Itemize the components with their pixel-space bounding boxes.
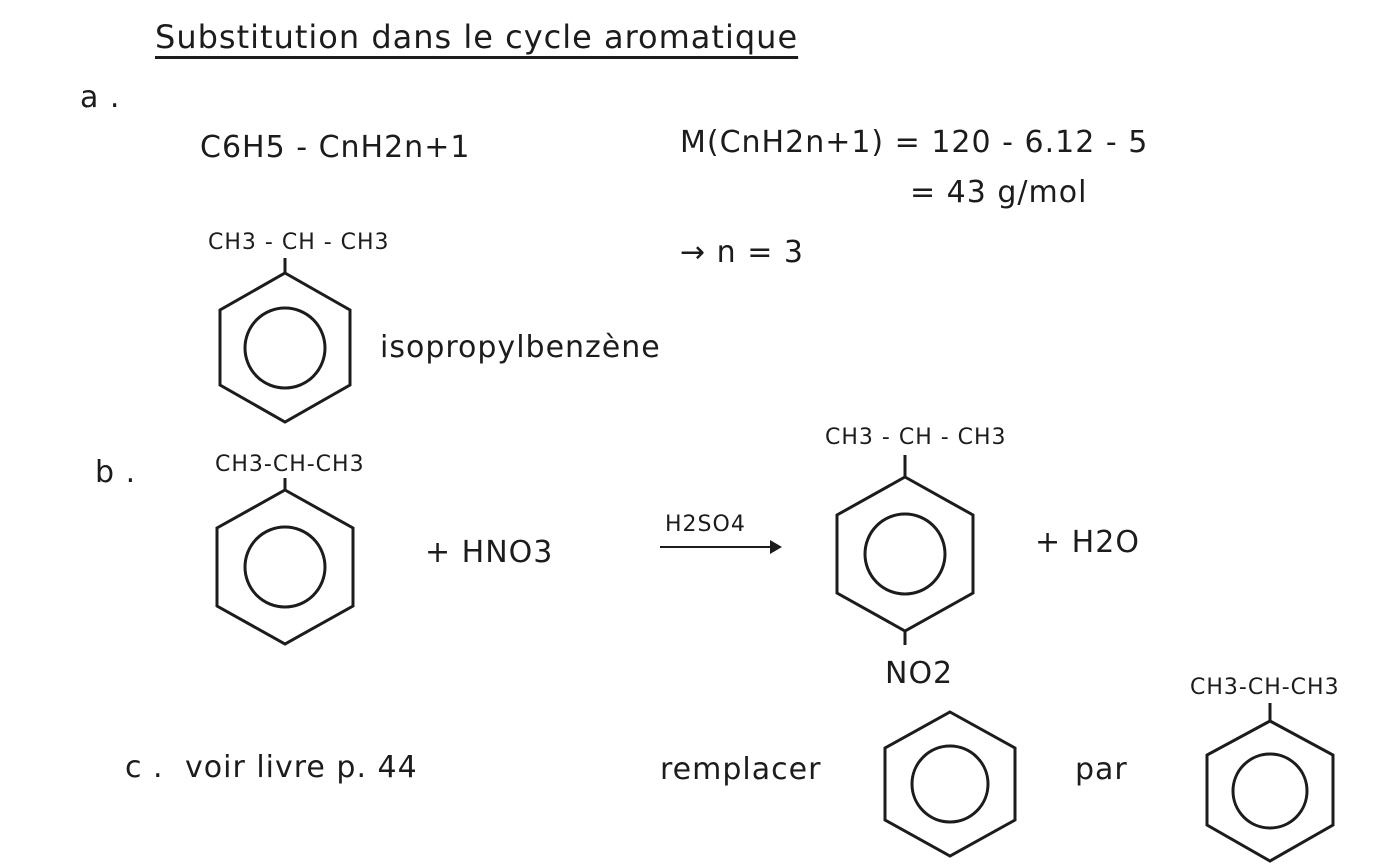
part-c-label: c . (125, 750, 164, 785)
water: + H2O (1035, 525, 1140, 560)
nitro-group: NO2 (885, 656, 954, 691)
molar-mass-result: = 43 g/mol (910, 175, 1088, 210)
benzene-ring-icon (215, 478, 355, 646)
isopropyl-group-b: CH3-CH-CH3 (215, 452, 365, 477)
part-b-label: b . (95, 455, 137, 490)
general-formula: C6H5 - CnH2n+1 (200, 130, 471, 165)
isopropyl-group-product: CH3 - CH - CH3 (825, 425, 1007, 450)
replace-text: remplacer (660, 752, 822, 787)
reaction-arrow-icon (660, 540, 782, 554)
benzene-ring-icon (218, 258, 352, 424)
n-result: → n = 3 (680, 235, 804, 270)
benzene-ring-icon (883, 710, 1017, 858)
part-a-label: a . (80, 80, 121, 115)
isopropylbenzene-ring-icon (1205, 703, 1335, 863)
by-text: par (1075, 752, 1128, 787)
book-reference: voir livre p. 44 (185, 750, 418, 785)
page-title: Substitution dans le cycle aromatique (155, 18, 799, 56)
nitro-benzene-ring-icon (835, 455, 975, 645)
isopropyl-group-a: CH3 - CH - CH3 (208, 230, 390, 255)
catalyst: H2SO4 (665, 512, 746, 537)
nitric-acid: + HNO3 (425, 535, 554, 570)
isopropyl-group-c: CH3-CH-CH3 (1190, 675, 1340, 700)
molar-mass-calculation: M(CnH2n+1) = 120 - 6.12 - 5 (680, 125, 1149, 160)
compound-name: isopropylbenzène (380, 330, 661, 365)
